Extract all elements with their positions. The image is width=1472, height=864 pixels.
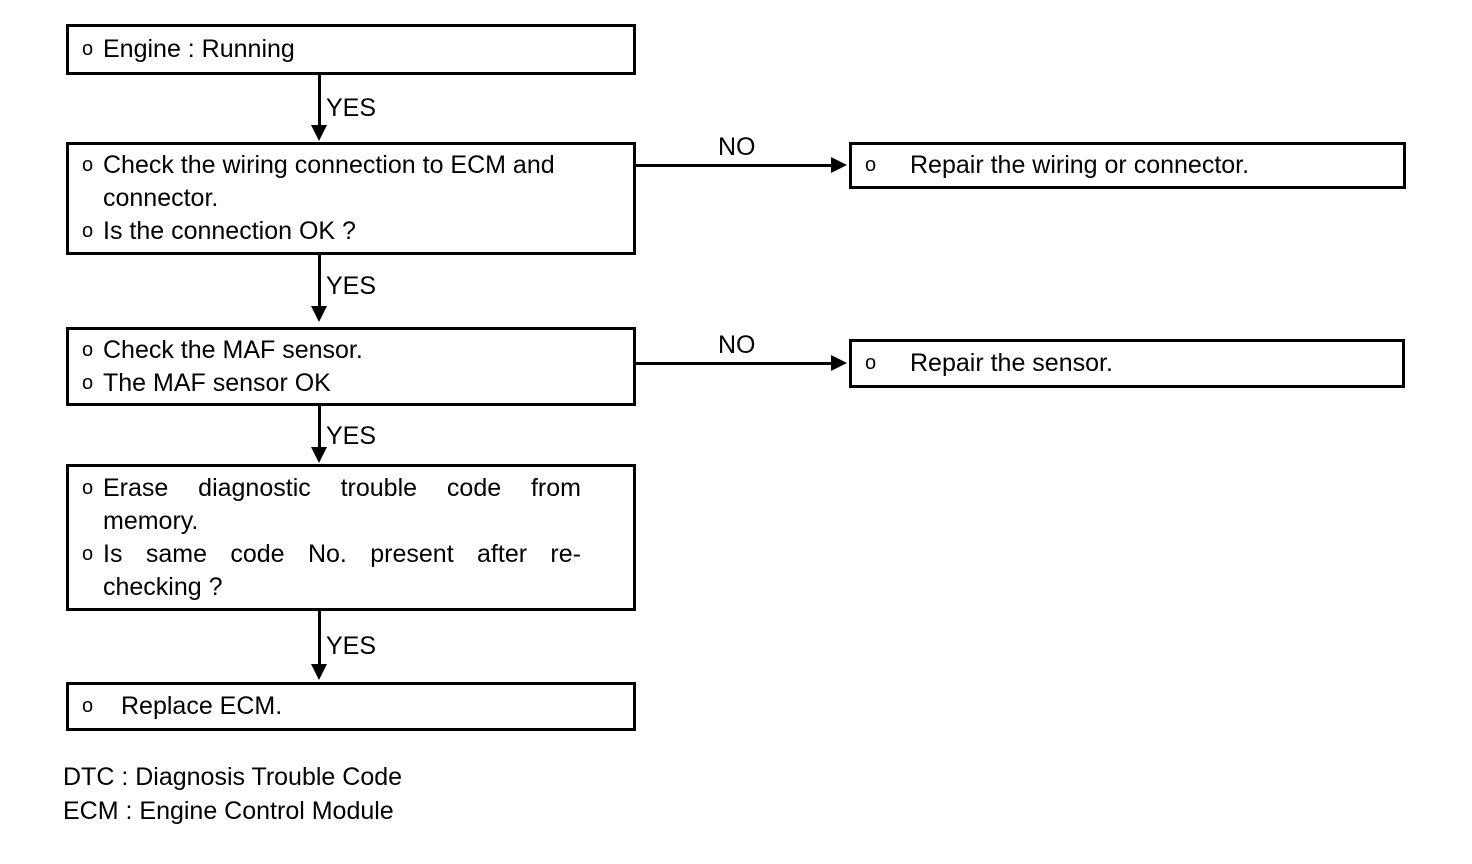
node-check-wiring[interactable]: o Check the wiring connection to ECM and… [66, 142, 636, 255]
node-check-maf[interactable]: o Check the MAF sensor. o The MAF sensor… [66, 327, 636, 406]
arrow-down-icon-3 [311, 447, 327, 463]
node-text: Check the wiring connection to ECM and [103, 151, 555, 179]
node-text-continuation: connector. [103, 184, 219, 212]
bullet-icon: o [82, 38, 94, 60]
node-text: Is the connection OK ? [103, 217, 356, 245]
node-line: o Repair the sensor. [852, 347, 1402, 380]
legend-ecm: ECM : Engine Control Module [63, 797, 394, 825]
bullet-icon: o [82, 338, 94, 361]
node-line: o Engine : Running [69, 33, 633, 66]
edge-label-yes-4: YES [326, 632, 377, 660]
bullet-icon: o [82, 154, 94, 176]
node-text-continuation: memory. [103, 506, 199, 535]
node-text-line: Is same code No. present after re- [103, 539, 581, 568]
edge-label-no-1: NO [718, 133, 756, 161]
connector-yes-2 [318, 255, 321, 309]
arrow-down-icon-1 [311, 125, 327, 141]
node-text: The MAF sensor OK [103, 368, 331, 397]
bullet-icon: o [82, 695, 94, 717]
edge-label-yes-3: YES [326, 422, 377, 450]
connector-yes-3 [318, 406, 321, 450]
node-repair-sensor[interactable]: o Repair the sensor. [849, 339, 1405, 388]
edge-label-no-2: NO [718, 331, 756, 359]
bullet-icon: o [865, 352, 877, 374]
edge-label-yes-2: YES [326, 272, 377, 300]
bullet-icon: o [82, 371, 94, 394]
arrow-right-icon-1 [831, 157, 847, 173]
legend-dtc: DTC : Diagnosis Trouble Code [63, 763, 403, 791]
arrow-down-icon-4 [311, 664, 327, 680]
node-text: Repair the sensor. [910, 349, 1113, 377]
node-engine-running[interactable]: o Engine : Running [66, 24, 636, 75]
connector-no-1 [636, 164, 832, 167]
bullet-icon: o [82, 476, 94, 499]
node-line: o Is the connection OK ? [69, 215, 633, 248]
node-line: o Erase diagnostic trouble code from [69, 472, 633, 505]
node-text: Is same code No. present after re- [103, 538, 633, 571]
bullet-icon: o [82, 542, 94, 565]
node-line: o Replace ECM. [69, 690, 633, 723]
bullet-icon: o [865, 154, 877, 176]
connector-no-2 [636, 362, 832, 365]
node-text: Erase diagnostic trouble code from [103, 472, 633, 505]
node-replace-ecm[interactable]: o Replace ECM. [66, 682, 636, 731]
node-text: Check the MAF sensor. [103, 335, 363, 364]
node-text: Engine : Running [103, 35, 295, 63]
connector-yes-4 [318, 611, 321, 667]
node-text: Repair the wiring or connector. [910, 151, 1250, 179]
arrow-right-icon-2 [831, 355, 847, 371]
node-line: o Check the MAF sensor. [69, 334, 633, 367]
bullet-icon: o [82, 220, 94, 242]
node-text-continuation: checking ? [103, 572, 223, 601]
arrow-down-icon-2 [311, 306, 327, 322]
connector-yes-1 [318, 75, 321, 127]
node-line: o The MAF sensor OK [69, 367, 633, 400]
node-line: o Check the wiring connection to ECM and [69, 149, 633, 182]
node-text: Replace ECM. [121, 692, 283, 720]
node-repair-wiring[interactable]: o Repair the wiring or connector. [849, 142, 1406, 189]
node-text-line: Erase diagnostic trouble code from [103, 473, 581, 502]
node-line: o Repair the wiring or connector. [852, 149, 1403, 182]
node-erase-dtc[interactable]: o Erase diagnostic trouble code from mem… [66, 464, 636, 611]
edge-label-yes-1: YES [326, 94, 377, 122]
node-line: o Is same code No. present after re- [69, 538, 633, 571]
